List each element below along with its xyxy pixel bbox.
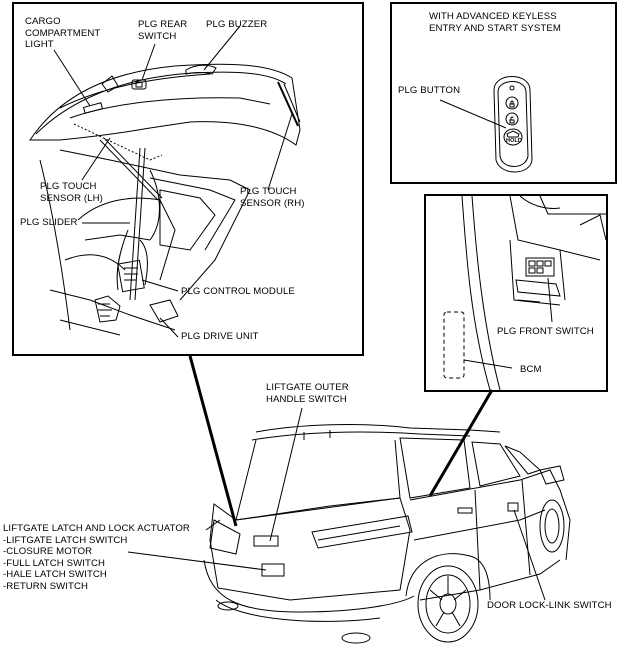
plg-touch-sensor-lh-label: PLG TOUCH SENSOR (LH) bbox=[40, 181, 103, 204]
key-fob bbox=[439, 76, 533, 173]
car-leaders bbox=[127, 407, 546, 601]
keyless-panel bbox=[390, 2, 617, 184]
plg-drive-unit-label: PLG DRIVE UNIT bbox=[181, 331, 259, 342]
callout-lines bbox=[188, 355, 494, 527]
door-lock-link-switch-label: DOOR LOCK-LINK SWITCH bbox=[487, 600, 612, 611]
liftgate-open-drawing bbox=[29, 63, 301, 336]
car-exterior bbox=[203, 424, 571, 644]
plg-buzzer-label: PLG BUZZER bbox=[206, 19, 268, 30]
cargo-compartment-light-label: CARGO COMPARTMENT LIGHT bbox=[25, 16, 101, 50]
liftgate-leaders bbox=[53, 25, 293, 338]
plg-slider-label: PLG SLIDER bbox=[20, 217, 78, 228]
bcm-drawing bbox=[443, 195, 607, 391]
key-hold-label: HOLD bbox=[506, 138, 522, 144]
plg-control-module-label: PLG CONTROL MODULE bbox=[181, 286, 295, 297]
plg-front-switch-label: PLG FRONT SWITCH bbox=[497, 326, 594, 337]
liftgate-latch-lock-actuator-label: LIFTGATE LATCH AND LOCK ACTUATOR -LIFTGA… bbox=[3, 523, 190, 592]
keyless-system-title: WITH ADVANCED KEYLESS ENTRY AND START SY… bbox=[429, 11, 561, 34]
liftgate-outer-handle-switch-label: LIFTGATE OUTER HANDLE SWITCH bbox=[266, 382, 349, 405]
bcm-label: BCM bbox=[520, 364, 542, 375]
plg-touch-sensor-rh-label: PLG TOUCH SENSOR (RH) bbox=[240, 186, 305, 209]
plg-rear-switch-label: PLG REAR SWITCH bbox=[138, 19, 188, 42]
plg-button-label: PLG BUTTON bbox=[398, 85, 461, 96]
liftgate-detail-panel bbox=[12, 2, 364, 356]
